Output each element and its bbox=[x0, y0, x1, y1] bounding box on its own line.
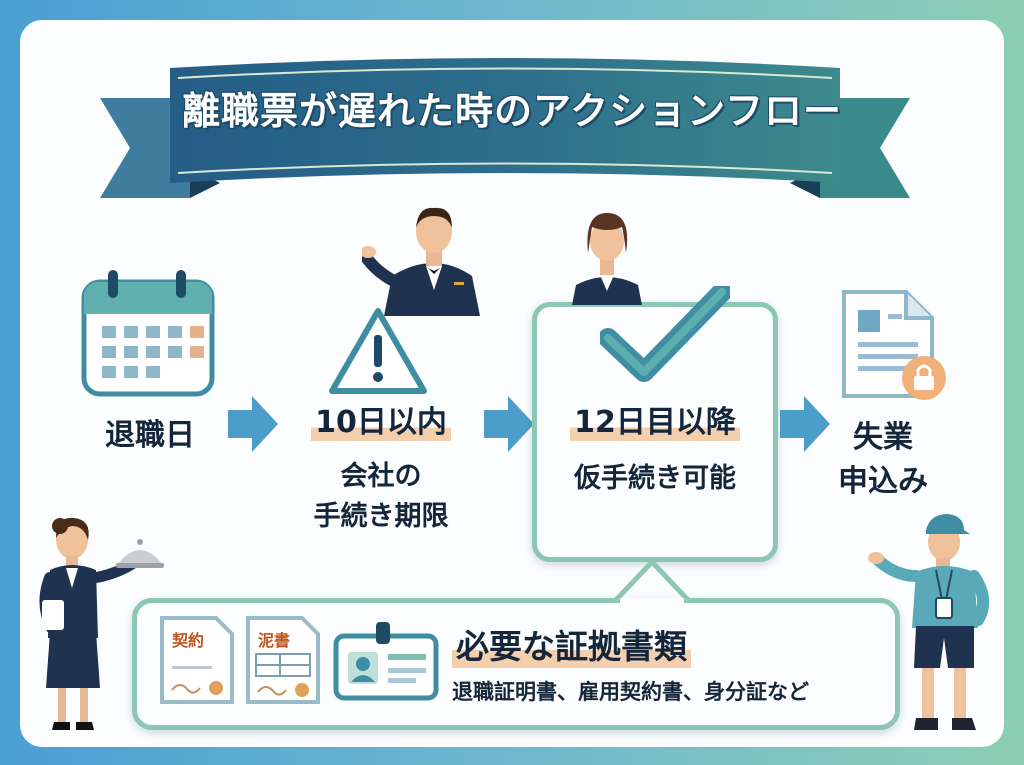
doc2-tag: 泥書 bbox=[258, 631, 290, 650]
doc1-tag: 契約 bbox=[171, 631, 204, 650]
step-retirement-day-label: 退職日 bbox=[105, 418, 195, 453]
receptionist-woman-figure bbox=[572, 213, 642, 305]
id-card-icon bbox=[333, 622, 439, 701]
step-10days-text: 10日以内 bbox=[311, 405, 451, 441]
calendar-icon bbox=[81, 270, 215, 397]
required-documents-title: 必要な証拠書類 bbox=[452, 620, 691, 668]
warning-icon bbox=[329, 308, 427, 394]
locked-document-icon bbox=[842, 290, 946, 400]
page-title: 離職票が遅れた時のアクションフロー bbox=[182, 89, 842, 133]
step-10days-sub2: 手続き期限 bbox=[313, 501, 449, 532]
step-10days-label: 10日以内 bbox=[286, 405, 476, 441]
job-seeker-figure bbox=[868, 514, 990, 730]
step-unemployment-label1: 失業 bbox=[853, 420, 913, 455]
title-banner bbox=[100, 58, 910, 198]
required-documents-title-text: 必要な証拠書類 bbox=[452, 620, 691, 668]
waitress-figure bbox=[39, 517, 164, 730]
step-12days-sub: 仮手続き可能 bbox=[574, 463, 736, 494]
step-10days-sub1: 会社の bbox=[340, 461, 422, 492]
form-document-icon: 泥書 bbox=[246, 616, 320, 704]
step-12days-text: 12日目以降 bbox=[570, 405, 740, 441]
arrow-right-icon bbox=[484, 396, 534, 452]
contract-document-icon: 契約 bbox=[160, 616, 234, 704]
waiter-man-figure bbox=[362, 207, 480, 316]
checkmark-icon bbox=[600, 286, 730, 382]
step-unemployment-label2: 申込み bbox=[838, 464, 928, 499]
arrow-right-icon bbox=[780, 396, 830, 452]
triangle-cover bbox=[620, 598, 684, 608]
step-12days-label: 12日目以降 bbox=[540, 405, 770, 441]
required-documents-subtitle: 退職証明書、雇用契約書、身分証など bbox=[452, 680, 809, 704]
arrow-right-icon bbox=[228, 396, 278, 452]
